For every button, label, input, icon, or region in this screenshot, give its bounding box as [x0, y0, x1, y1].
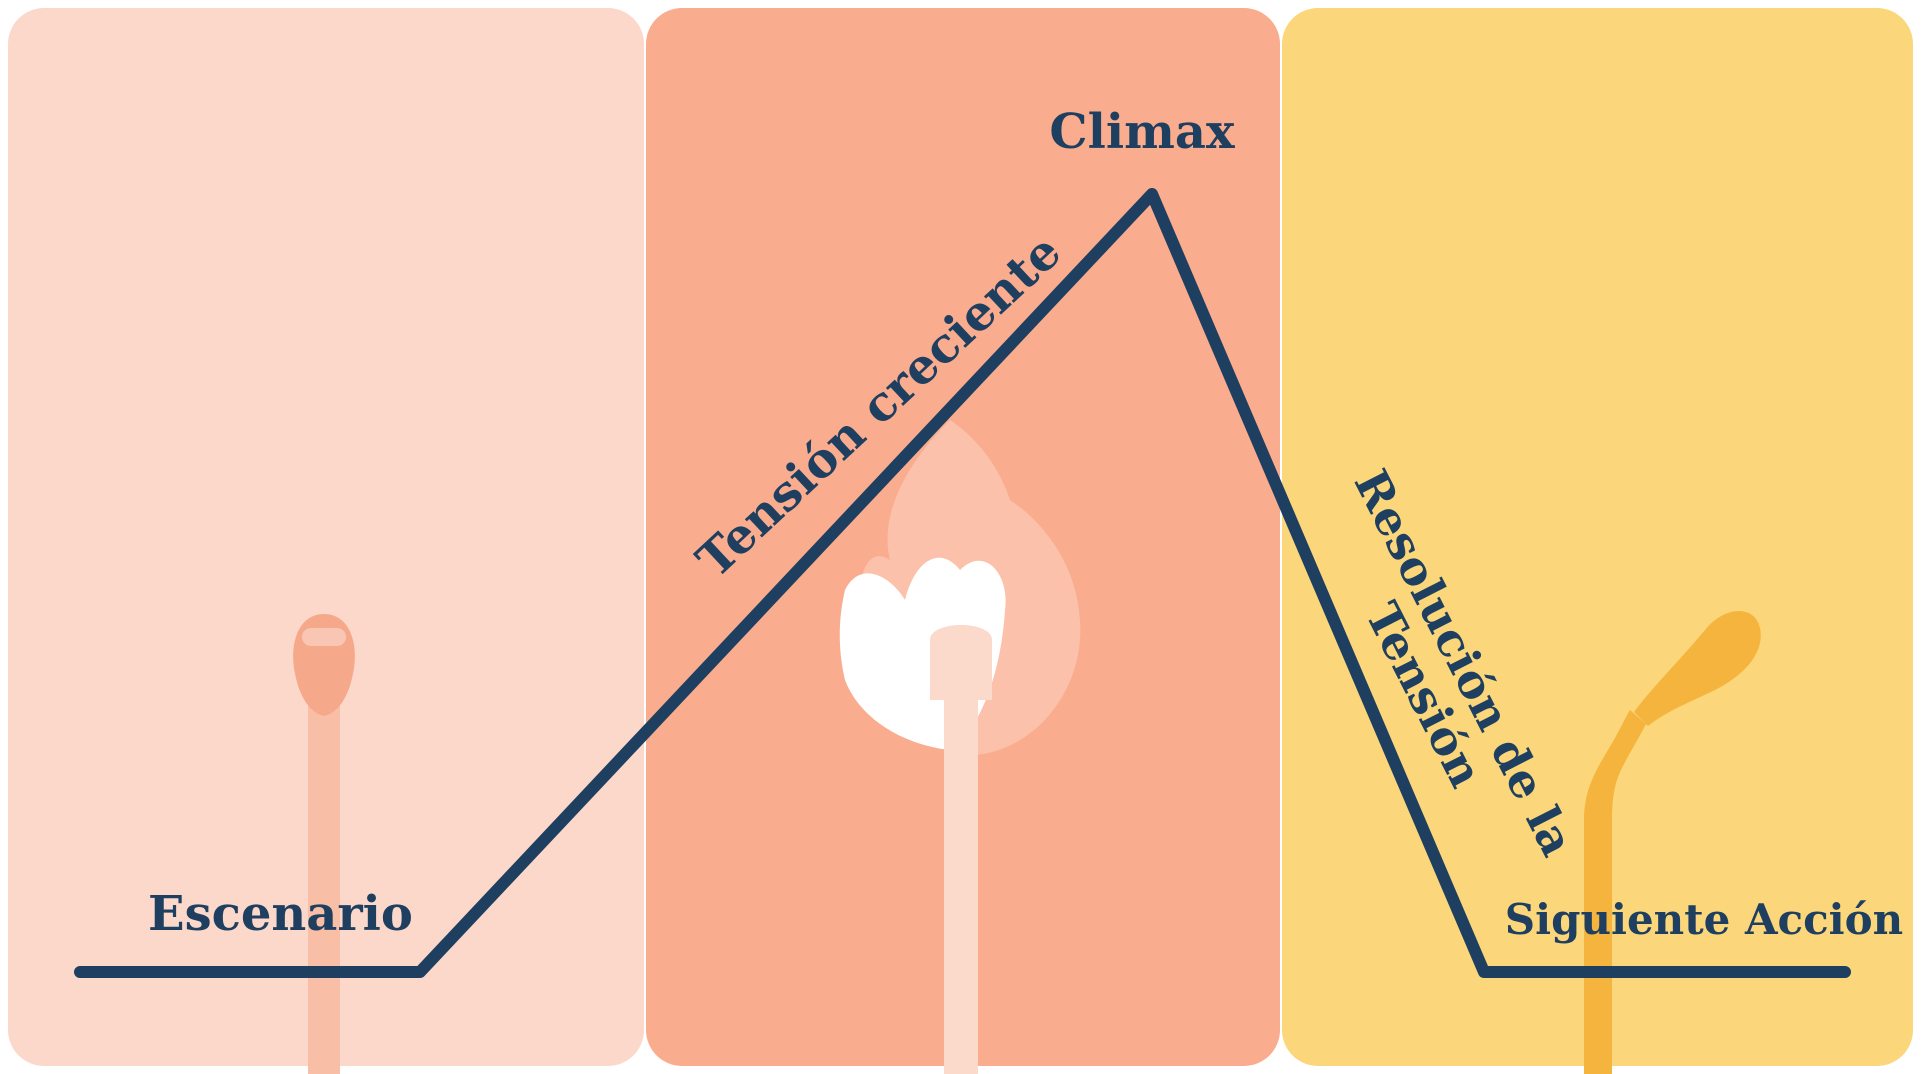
panel-setup: [8, 8, 644, 1066]
match-burnt-icon: [1584, 610, 1761, 1074]
story-arc-line: [74, 188, 1851, 978]
panel-resolution: [1282, 8, 1913, 1066]
match-burning-icon: [839, 420, 1081, 1074]
label-climax: Climax: [1049, 104, 1235, 160]
label-setup: Escenario: [148, 886, 413, 942]
label-next-action: Siguiente Acción: [1505, 895, 1903, 944]
match-unlit-icon: [293, 614, 355, 1074]
